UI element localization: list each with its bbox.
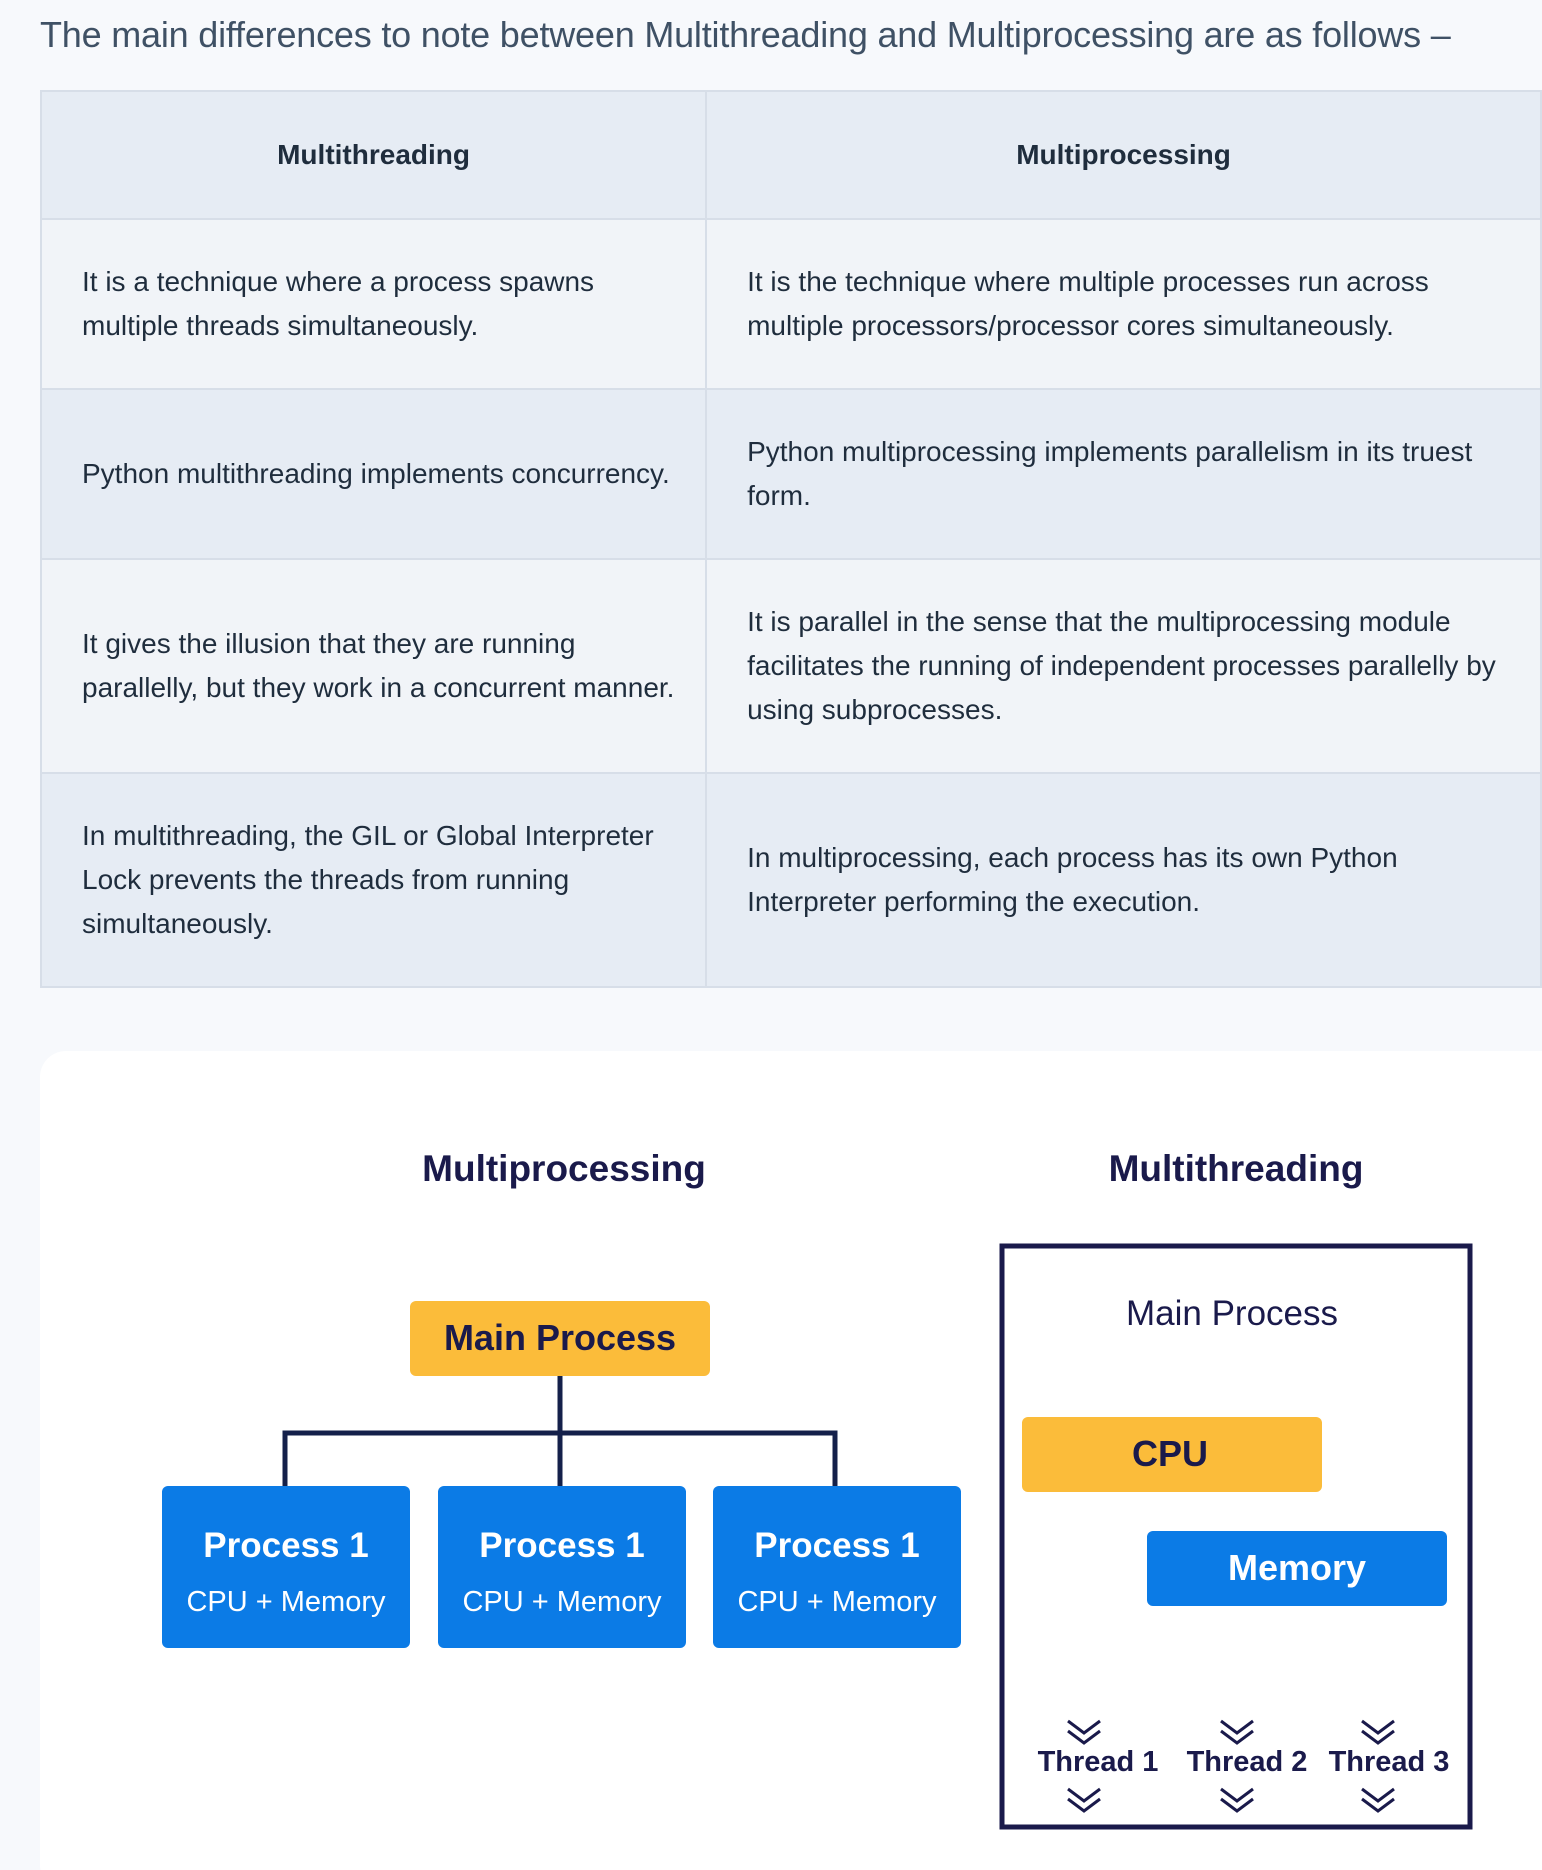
- process-detail: CPU + Memory: [737, 1586, 937, 1618]
- thread-main-process-label: Main Process: [1126, 1294, 1338, 1333]
- table-row: Python multithreading implements concurr…: [39, 388, 1542, 560]
- process-box: Process 1 CPU + Memory: [162, 1486, 410, 1648]
- memory-label: Memory: [1228, 1547, 1366, 1588]
- table-row: In multithreading, the GIL or Global Int…: [39, 772, 1542, 988]
- multiprocessing-title: Multiprocessing: [422, 1148, 706, 1189]
- thread-process-frame: [999, 1243, 1473, 1830]
- process-box: Process 1 CPU + Memory: [713, 1486, 961, 1648]
- intro-text: The main differences to note between Mul…: [40, 14, 1451, 55]
- cpu-label: CPU: [1132, 1433, 1208, 1474]
- main-process-box: Main Process: [410, 1301, 710, 1376]
- process-box: Process 1 CPU + Memory: [438, 1486, 686, 1648]
- thread-item: Thread 2: [1187, 1719, 1308, 1813]
- table-cell: Python multithreading implements concurr…: [39, 388, 708, 560]
- table-cell: It is the technique where multiple proce…: [705, 218, 1542, 390]
- cpu-box: CPU: [1022, 1417, 1322, 1492]
- process-name: Process 1: [479, 1526, 644, 1565]
- process-detail: CPU + Memory: [186, 1586, 386, 1618]
- header-multithreading: Multithreading: [39, 90, 708, 220]
- thread-label: Thread 3: [1329, 1746, 1450, 1778]
- table-cell: It is parallel in the sense that the mul…: [705, 558, 1542, 774]
- thread-item: Thread 1: [1038, 1719, 1159, 1813]
- double-chevron-down-icon: [1220, 1787, 1254, 1813]
- table-row: It gives the illusion that they are runn…: [39, 558, 1542, 774]
- double-chevron-down-icon: [1361, 1719, 1395, 1745]
- table-header-row: Multithreading Multiprocessing: [39, 90, 1542, 220]
- table-cell: Python multiprocessing implements parall…: [705, 388, 1542, 560]
- memory-box: Memory: [1147, 1531, 1447, 1606]
- thread-label: Thread 1: [1038, 1746, 1159, 1778]
- table-cell: In multithreading, the GIL or Global Int…: [39, 772, 708, 988]
- process-name: Process 1: [203, 1526, 368, 1565]
- connector-lines: [282, 1376, 838, 1491]
- multithreading-title: Multithreading: [1109, 1148, 1364, 1189]
- process-name: Process 1: [754, 1526, 919, 1565]
- process-thread-diagram: Multiprocessing Main Process Process 1 C…: [162, 1148, 1473, 1830]
- table-cell: In multiprocessing, each process has its…: [705, 772, 1542, 988]
- thread-item: Thread 3: [1329, 1719, 1450, 1813]
- double-chevron-down-icon: [1067, 1719, 1101, 1745]
- main-process-label: Main Process: [444, 1317, 676, 1358]
- process-detail: CPU + Memory: [462, 1586, 662, 1618]
- double-chevron-down-icon: [1220, 1719, 1254, 1745]
- table-row: It is a technique where a process spawns…: [39, 218, 1542, 390]
- table-cell: It is a technique where a process spawns…: [39, 218, 708, 390]
- header-multiprocessing: Multiprocessing: [705, 90, 1542, 220]
- double-chevron-down-icon: [1361, 1787, 1395, 1813]
- thread-label: Thread 2: [1187, 1746, 1308, 1778]
- diagram-card: Multiprocessing Main Process Process 1 C…: [40, 1051, 1542, 1870]
- table-cell: It gives the illusion that they are runn…: [39, 558, 708, 774]
- double-chevron-down-icon: [1067, 1787, 1101, 1813]
- comparison-table: Multithreading Multiprocessing It is a t…: [39, 90, 1542, 988]
